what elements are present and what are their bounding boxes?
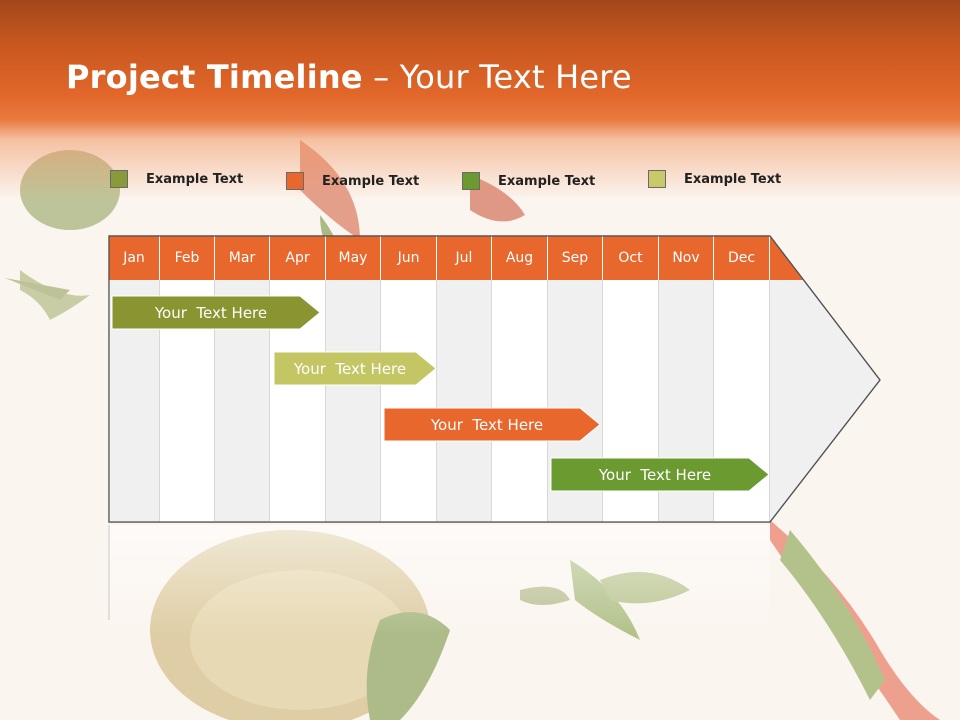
task-arrow [383,407,601,442]
month-header: Mar [215,236,270,280]
title-light: – Your Text Here [362,58,632,96]
month-header: Jan [109,236,160,280]
month-header: Oct [603,236,659,280]
task-arrow [273,351,437,386]
month-column [381,280,437,522]
month-header: Feb [160,236,215,280]
legend-swatch [286,172,304,190]
month-header: Jul [437,236,492,280]
month-header: May [326,236,381,280]
month-header: Jun [381,236,437,280]
month-header: Apr [270,236,326,280]
title-strong: Project Timeline [66,58,363,96]
legend-label: Example Text [684,172,782,187]
header-band [0,0,960,200]
month-header: Aug [492,236,548,280]
month-header: Nov [659,236,714,280]
month-column [326,280,381,522]
month-header: Dec [714,236,770,280]
timeline-outline-shape [108,235,881,523]
month-header: Sep [548,236,603,280]
legend-label: Example Text [146,172,244,187]
month-column [437,280,492,522]
legend-label: Example Text [322,174,420,189]
legend-swatch [462,172,480,190]
month-column [492,280,548,522]
legend-swatch [110,170,128,188]
task-arrow [550,457,770,492]
legend-swatch [648,170,666,188]
page-title: Project Timeline – Your Text Here [66,58,632,96]
task-arrow [111,295,321,330]
legend-label: Example Text [498,174,596,189]
